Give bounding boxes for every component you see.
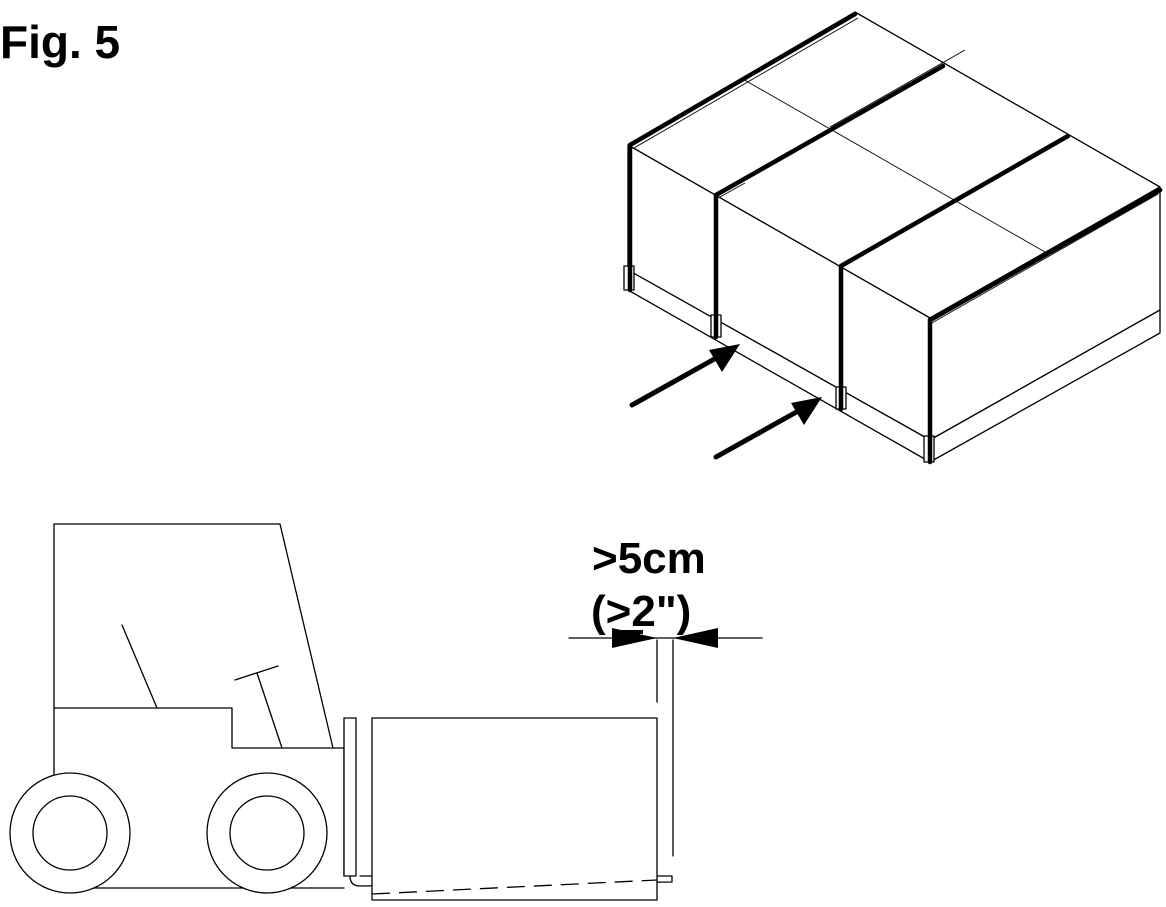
crate-strap — [627, 11, 858, 293]
crate-edge — [633, 17, 859, 149]
arrow-shaft — [713, 407, 803, 460]
forklift-seat — [121, 624, 158, 709]
dimension-label-metric: >5cm — [592, 534, 706, 583]
front-wheel-icon — [206, 772, 328, 894]
crate-strap — [713, 63, 946, 340]
crate-seam — [740, 77, 1046, 253]
arrow-head-icon — [709, 344, 740, 372]
rear-hub-icon — [32, 795, 108, 871]
rear-wheel-icon — [9, 772, 131, 894]
crate-strap — [927, 187, 1163, 323]
forklift-mast — [343, 717, 357, 877]
fork-overhang-dimension: >5cm (>2") — [568, 534, 763, 857]
crate-edge — [929, 193, 1159, 325]
crate-seam — [719, 182, 746, 198]
crate-seam — [829, 49, 966, 128]
forklift-cab — [53, 523, 334, 749]
dimension-label-imperial: (>2") — [591, 587, 691, 636]
load-box — [371, 717, 658, 901]
crate-strap — [838, 133, 1071, 412]
load-box-outline — [371, 717, 658, 901]
steering-column — [256, 672, 283, 749]
arrow-head-icon — [791, 397, 822, 425]
front-hub-icon — [229, 795, 305, 871]
crate-illustration — [623, 11, 1163, 465]
dimension-arrow-icon — [673, 628, 718, 648]
arrow-shaft — [629, 354, 721, 408]
forklift-illustration — [9, 523, 673, 894]
hidden-fork-line — [371, 879, 658, 895]
figure-title: Fig. 5 — [0, 16, 120, 68]
fork-insertion-arrows — [629, 344, 822, 460]
